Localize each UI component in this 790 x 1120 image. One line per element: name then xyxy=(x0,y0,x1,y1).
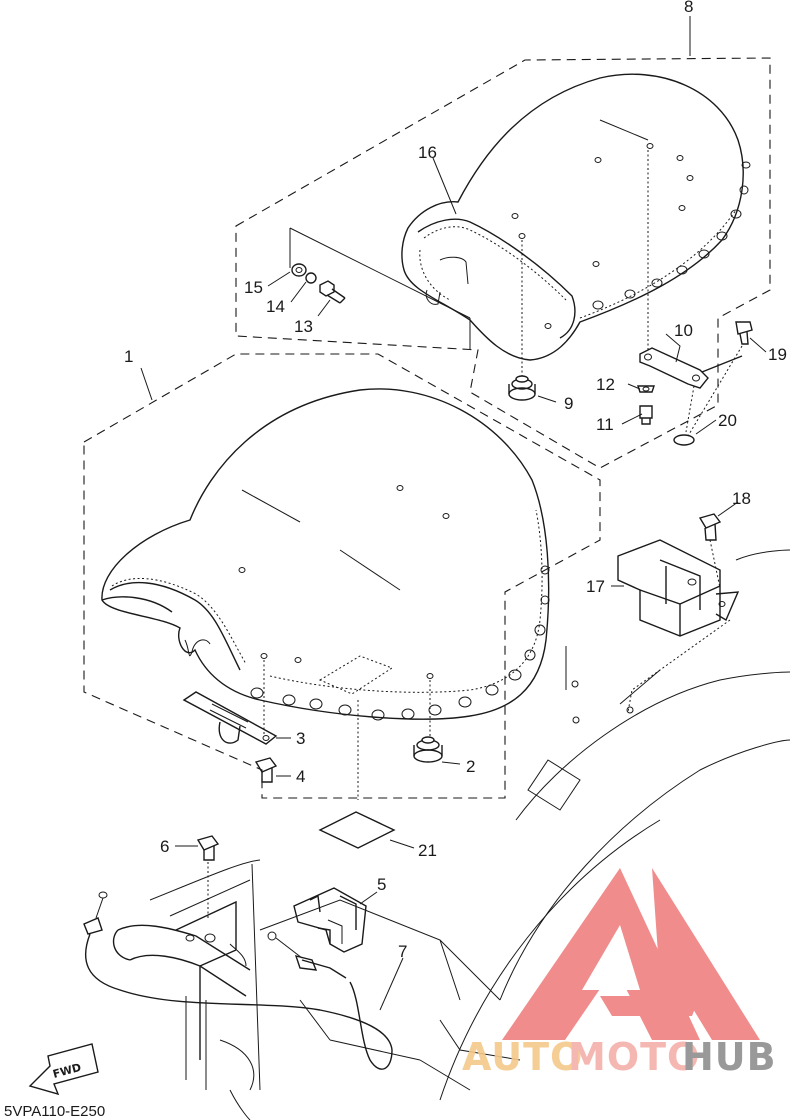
front-seat-group xyxy=(83,353,601,849)
callout-3: 3 xyxy=(296,729,305,748)
watermark-auto-text: AUTO xyxy=(462,1035,583,1079)
seat-lock xyxy=(293,887,367,953)
callout-20: 20 xyxy=(718,411,737,430)
callout-14: 14 xyxy=(266,297,285,316)
seat-lock-bracket-bolt xyxy=(698,513,722,541)
rear-seat-bolt-set xyxy=(291,263,346,304)
callout-1: 1 xyxy=(124,347,133,366)
watermark-hub-text: HUB xyxy=(682,1035,777,1079)
rear-seat-stud-holes xyxy=(511,143,751,329)
callout-10: 10 xyxy=(674,321,693,340)
callout-15: 15 xyxy=(244,278,263,297)
callout-5: 5 xyxy=(377,875,386,894)
automotohub-watermark: AUTO MOTO HUB xyxy=(462,868,777,1079)
rear-seat-group xyxy=(235,57,771,469)
callout-17: 17 xyxy=(586,577,605,596)
front-bracket xyxy=(182,691,278,745)
callout-6: 6 xyxy=(160,837,169,856)
callout-21: 21 xyxy=(418,841,437,860)
diagram-code: 5VPA110-E250 xyxy=(4,1103,105,1120)
callout-19: 19 xyxy=(768,345,787,364)
callout-18: 18 xyxy=(732,489,751,508)
callout-9: 9 xyxy=(564,394,573,413)
callout-4: 4 xyxy=(296,767,305,786)
fwd-arrow-icon: FWD xyxy=(28,1043,99,1096)
seat-lock-bolt xyxy=(196,835,220,861)
seat-lock-cable xyxy=(83,891,393,1070)
callout-16: 16 xyxy=(418,143,437,162)
callout-12: 12 xyxy=(596,375,615,394)
rear-seat xyxy=(401,73,751,380)
callout-8: 8 xyxy=(684,0,693,16)
rear-damper xyxy=(508,375,536,401)
part-callouts: 1 2 3 4 5 6 7 8 9 10 11 12 13 14 15 16 1… xyxy=(124,0,787,961)
leader-lines xyxy=(140,16,767,1011)
callout-7: 7 xyxy=(398,942,407,961)
seat-lock-bracket xyxy=(617,539,740,713)
front-seat-stud-holes xyxy=(238,485,550,721)
callout-13: 13 xyxy=(294,317,313,336)
automotohub-logo-icon xyxy=(502,868,760,1040)
front-damper xyxy=(413,736,443,763)
callout-2: 2 xyxy=(466,757,475,776)
frame-section xyxy=(439,549,790,1101)
front-seat xyxy=(101,388,550,740)
rear-bracket xyxy=(637,321,753,446)
pad xyxy=(318,811,396,849)
callout-11: 11 xyxy=(596,415,614,434)
watermark-moto-text: MOTO xyxy=(568,1035,700,1079)
lower-frame xyxy=(112,859,521,1120)
front-bracket-bolt xyxy=(254,757,278,783)
